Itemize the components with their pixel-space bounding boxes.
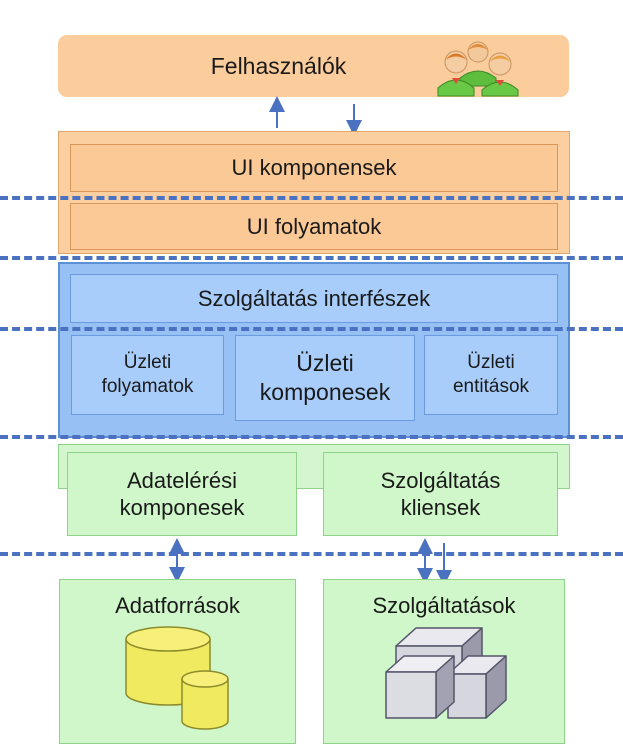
- service-interfaces-label: Szolgáltatás interfészek: [197, 285, 431, 311]
- separator-line-5: [0, 552, 623, 556]
- datasources-box: Adatforrások: [59, 579, 296, 744]
- business-components-line2: komponesek: [259, 379, 391, 405]
- database-cylinders-icon: [125, 626, 229, 730]
- data-access-line1: Adatelérési: [126, 467, 238, 493]
- service-interfaces-box: Szolgáltatás interfészek: [70, 274, 558, 323]
- service-cubes-icon: [385, 627, 507, 719]
- service-agents-line2: kliensek: [400, 495, 481, 520]
- separator-line-4: [0, 435, 623, 439]
- business-entities-box: Üzleti entitások: [424, 335, 558, 415]
- separator-line-3: [0, 327, 623, 331]
- data-access-box: Adatelérési komponesek: [67, 452, 297, 536]
- ui-components-box: UI komponensek: [70, 144, 558, 192]
- users-label: Felhasználók: [210, 52, 347, 79]
- business-entities-line1: Üzleti: [467, 352, 515, 374]
- business-components-line1: Üzleti: [296, 350, 354, 377]
- users-group-icon: [437, 41, 519, 97]
- business-entities-line2: entitások: [452, 376, 530, 397]
- separator-line-1: [0, 196, 623, 200]
- service-agents-box: Szolgáltatás kliensek: [323, 452, 558, 536]
- service-agents-line1: Szolgáltatás: [380, 467, 501, 493]
- services-label: Szolgáltatások: [372, 593, 516, 618]
- business-workflows-box: Üzleti folyamatok: [71, 335, 224, 415]
- separator-line-2: [0, 256, 623, 260]
- data-access-line2: komponesek: [119, 495, 245, 520]
- business-components-box: Üzleti komponesek: [235, 335, 415, 421]
- business-workflows-line1: Üzleti: [123, 352, 172, 374]
- ui-processes-label: UI folyamatok: [246, 213, 382, 239]
- ui-processes-box: UI folyamatok: [70, 203, 558, 250]
- business-workflows-line2: folyamatok: [101, 376, 194, 397]
- ui-components-label: UI komponensek: [231, 155, 397, 181]
- datasources-label: Adatforrások: [115, 593, 240, 618]
